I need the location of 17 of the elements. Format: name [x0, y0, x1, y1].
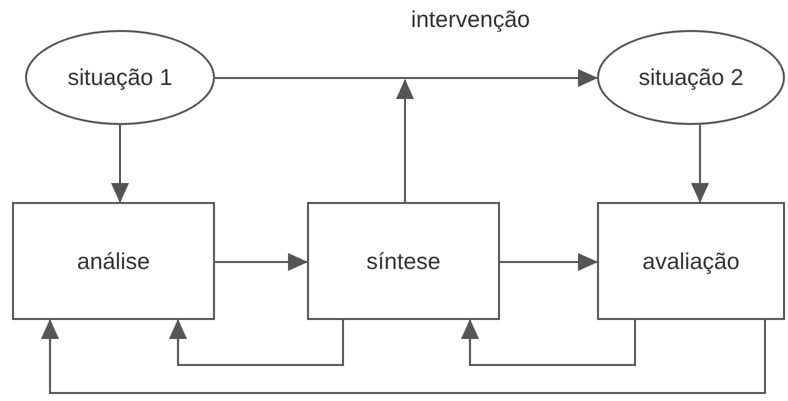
arrow — [396, 79, 414, 202]
node-label: síntese — [366, 248, 441, 274]
arrow — [111, 125, 129, 203]
node-label: situação 2 — [638, 64, 744, 91]
process-box — [597, 202, 785, 320]
arrow — [41, 319, 766, 394]
arrow — [215, 69, 598, 87]
arrow — [500, 253, 598, 271]
node-label: análise — [77, 248, 150, 274]
arrow — [215, 253, 308, 271]
process-box — [307, 202, 500, 320]
arrow — [691, 124, 709, 203]
arrow — [169, 319, 344, 366]
arrow — [461, 319, 636, 366]
node-label: situação 1 — [68, 64, 172, 91]
process-box — [12, 202, 215, 320]
node-label: avaliação — [642, 248, 740, 274]
